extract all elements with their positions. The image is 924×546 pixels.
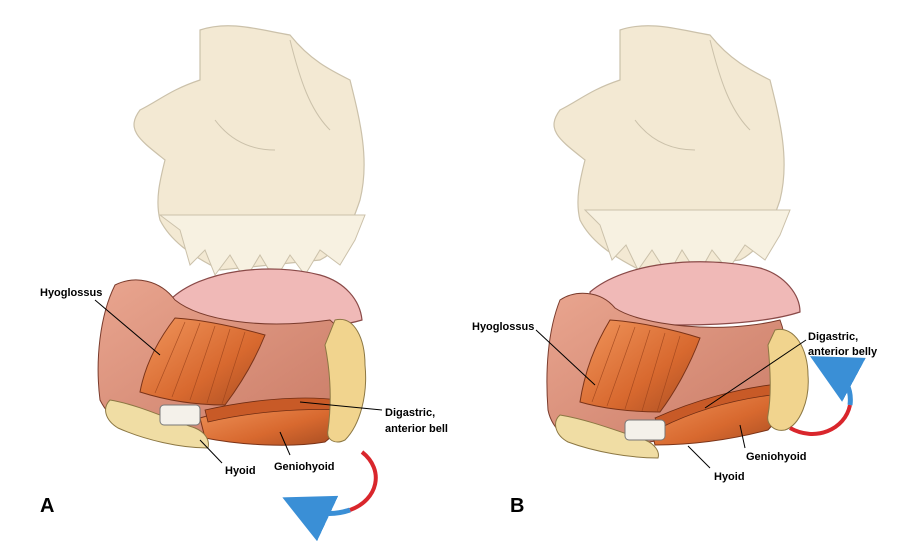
- leader-hyoglossus-b: [535, 329, 596, 386]
- leader-hyoglossus-a: [94, 299, 161, 356]
- panel-letter-b: B: [510, 495, 524, 517]
- leader-geniohyoid-a: [279, 431, 291, 456]
- label-hyoid-b: Hyoid: [714, 471, 745, 483]
- hyoid-tendon: [624, 419, 666, 441]
- label-digastric-b-line2: anterior belly: [808, 346, 878, 358]
- rotation-arrow-blue: [809, 356, 866, 406]
- panel-a: Hyoglossus Digastric, anterior bell Hyoi…: [40, 25, 448, 542]
- rotation-arrow-red: [789, 404, 852, 436]
- rotation-arrow-red: [349, 450, 378, 512]
- label-hyoglossus-b: Hyoglossus: [472, 321, 534, 333]
- leader-geniohyoid-b: [739, 424, 746, 449]
- leader-digastric-b: [704, 339, 807, 409]
- label-geniohyoid-b: Geniohyoid: [746, 451, 807, 463]
- leader-digastric-a: [299, 401, 383, 411]
- leader-hyoid-b: [687, 445, 711, 469]
- rotation-arrow-blue: [282, 495, 351, 542]
- hyoid-bone: [555, 414, 659, 459]
- panel-letter-a: A: [40, 495, 54, 517]
- hyoglossus-muscle: [139, 317, 266, 406]
- mandible-chin: [324, 318, 367, 443]
- mandible-chin: [767, 328, 809, 431]
- leader-hyoid-a: [199, 439, 223, 464]
- label-hyoglossus-a: Hyoglossus: [40, 287, 102, 299]
- label-digastric-b-line1: Digastric,: [808, 331, 858, 343]
- skull-illustration: [133, 25, 366, 281]
- panel-b: Hyoglossus Digastric, anterior belly Hyo…: [472, 25, 878, 517]
- label-digastric-a-line1: Digastric,: [385, 407, 435, 419]
- hyoglossus-muscle: [579, 319, 701, 413]
- label-hyoid-a: Hyoid: [225, 465, 256, 477]
- skull-illustration: [553, 25, 791, 276]
- label-digastric-a-line2: anterior bell: [385, 423, 448, 435]
- hyoid-tendon: [159, 404, 201, 426]
- label-geniohyoid-a: Geniohyoid: [274, 461, 335, 473]
